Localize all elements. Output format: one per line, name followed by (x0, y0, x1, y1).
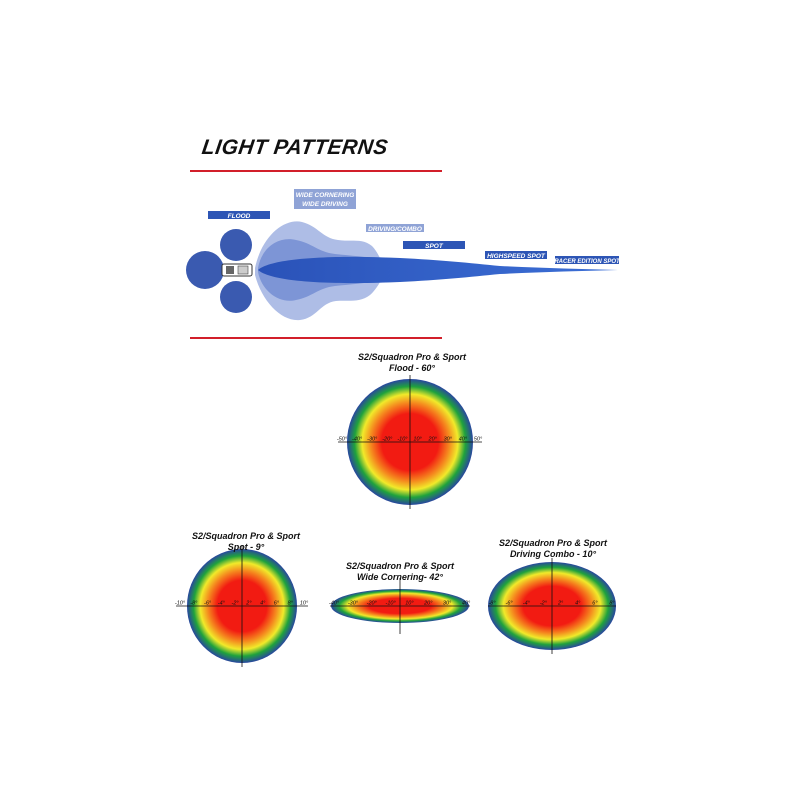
label-wide: WIDE CORNERING WIDE DRIVING (294, 189, 356, 209)
spot-tick-label: -8° (190, 601, 198, 607)
combo-tick-label: -8° (488, 601, 496, 607)
flood-tick-label: 20° (428, 437, 438, 443)
label-wide-line2: WIDE DRIVING (302, 201, 348, 208)
label-spot: SPOT (403, 241, 465, 250)
flood-circle-top (220, 229, 252, 261)
wide-tick-label: -40° (329, 601, 340, 607)
caption-spot-line1: S2/Squadron Pro & Sport (191, 531, 300, 541)
pattern-spot-chart: -10° -8° -6° -4° -2° 2° 4° 6° 8° 10° (175, 545, 309, 667)
caption-spot-line2: Spot - 9° (227, 542, 265, 552)
flood-tick-label: -30° (367, 437, 378, 443)
caption-flood: S2/Squadron Pro & Sport Flood - 60° (352, 352, 472, 374)
flood-circle-left (186, 251, 224, 289)
caption-combo-line1: S2/Squadron Pro & Sport (498, 538, 607, 548)
combo-tick-label: 8° (609, 601, 615, 607)
wide-tick-label: 40° (462, 601, 471, 607)
flood-tick-label: 50° (474, 437, 483, 443)
spot-tick-label: 10° (300, 601, 309, 607)
spot-tick-label: 2° (245, 601, 252, 607)
label-highspeed-text: HIGHSPEED SPOT (487, 253, 546, 260)
spot-tick-label: 4° (260, 601, 266, 607)
top-rule (190, 170, 442, 172)
caption-flood-line2: Flood - 60° (388, 363, 436, 373)
pattern-flood-chart: -50° -40° -30° -20° -10° 10° 20° 30° 40° 50° (337, 375, 483, 509)
caption-flood-line1: S2/Squadron Pro & Sport (357, 352, 466, 362)
spot-tick-label: 6° (274, 601, 280, 607)
spot-tick-label: -4° (218, 601, 226, 607)
label-wide-line1: WIDE CORNERING (296, 192, 355, 199)
combo-tick-label: 6° (592, 601, 598, 607)
flood-tick-label: -10° (397, 437, 408, 443)
spot-tick-label: -10° (175, 601, 186, 607)
combo-tick-label: -4° (523, 601, 531, 607)
pattern-wide-chart: -40° -30° -20° -10° 10° 20° 30° 40° (329, 578, 471, 634)
flood-tick-label: 40° (459, 437, 468, 443)
wide-tick-label: 10° (405, 601, 414, 607)
flood-tick-label: 30° (444, 437, 453, 443)
spot-tick-label: -2° (232, 601, 240, 607)
label-highspeed: HIGHSPEED SPOT (485, 251, 547, 260)
flood-tick-label: 10° (413, 437, 422, 443)
bottom-rule (190, 337, 442, 339)
pattern-combo-chart: -8° -6° -4° -2° 2° 4° 6° 8° (488, 558, 616, 654)
wide-tick-label: 20° (423, 601, 433, 607)
label-racer-text: RACER EDITION SPOT (554, 259, 621, 265)
flood-circle-bottom (220, 281, 252, 313)
combo-tick-label: 2° (557, 601, 564, 607)
combo-tick-label: 4° (575, 601, 581, 607)
flood-tick-label: -20° (382, 437, 393, 443)
flood-tick-label: -40° (352, 437, 363, 443)
caption-wide-line1: S2/Squadron Pro & Sport (345, 561, 454, 571)
flood-tick-label: -50° (337, 437, 348, 443)
wide-tick-label: -10° (386, 601, 397, 607)
spot-beam-shape (258, 256, 618, 284)
caption-wide-line2: Wide Cornering- 42° (356, 572, 444, 582)
caption-combo: S2/Squadron Pro & Sport Driving Combo - … (493, 538, 613, 560)
spot-tick-label: 8° (288, 601, 294, 607)
label-racer: RACER EDITION SPOT (554, 256, 621, 265)
label-driving-combo-text: DRIVING/COMBO (368, 226, 422, 233)
label-spot-text: SPOT (425, 243, 444, 250)
label-flood: FLOOD (208, 211, 270, 220)
wide-tick-label: -30° (348, 601, 359, 607)
spot-tick-label: -6° (204, 601, 212, 607)
wide-tick-label: 30° (443, 601, 452, 607)
caption-wide: S2/Squadron Pro & Sport Wide Cornering- … (340, 561, 460, 583)
caption-spot: S2/Squadron Pro & Sport Spot - 9° (186, 531, 306, 553)
wide-tick-label: -20° (367, 601, 378, 607)
combo-tick-label: -2° (540, 601, 548, 607)
vehicle-icon (221, 263, 253, 277)
label-driving-combo: DRIVING/COMBO (366, 224, 424, 233)
combo-tick-label: -6° (506, 601, 514, 607)
label-flood-text: FLOOD (228, 213, 251, 220)
caption-combo-line2: Driving Combo - 10° (509, 549, 597, 559)
